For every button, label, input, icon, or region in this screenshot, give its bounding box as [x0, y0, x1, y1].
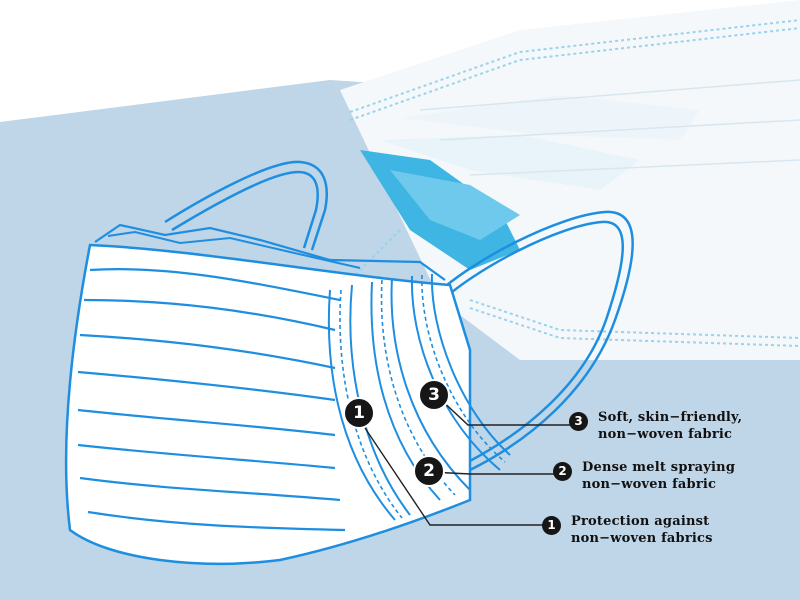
callout-badge-1: 1 — [542, 516, 561, 535]
ear-loops — [164, 160, 634, 472]
mask-body-outline — [64, 223, 511, 565]
leader-line-3 — [436, 395, 578, 426]
callout-layer-3: 3 Soft, skin−friendly, non−woven fabric — [569, 409, 742, 443]
callout-label-3: Soft, skin−friendly, non−woven fabric — [598, 409, 742, 443]
layer-2-marker: 2 — [413, 455, 445, 487]
layer-3-marker: 3 — [418, 379, 450, 411]
callout-layer-2: 2 Dense melt spraying non−woven fabric — [553, 459, 735, 493]
callout-3-line1: Soft, skin−friendly, — [598, 410, 743, 425]
callout-1-line1: Protection against — [571, 514, 710, 529]
folded-mask-photo — [329, 0, 800, 360]
callout-badge-2: 2 — [553, 462, 572, 481]
callout-layer-1: 1 Protection against non−woven fabrics — [542, 513, 713, 547]
callout-label-1: Protection against non−woven fabrics — [571, 513, 713, 547]
callout-3-line2: non−woven fabric — [598, 427, 733, 442]
callout-1-line2: non−woven fabrics — [571, 531, 713, 546]
callout-label-2: Dense melt spraying non−woven fabric — [582, 459, 735, 493]
leader-line-1 — [362, 424, 545, 526]
callout-2-line2: non−woven fabric — [582, 477, 717, 492]
callout-2-line1: Dense melt spraying — [582, 460, 736, 475]
callout-badge-3: 3 — [569, 412, 588, 431]
layer-1-marker: 1 — [343, 397, 375, 429]
